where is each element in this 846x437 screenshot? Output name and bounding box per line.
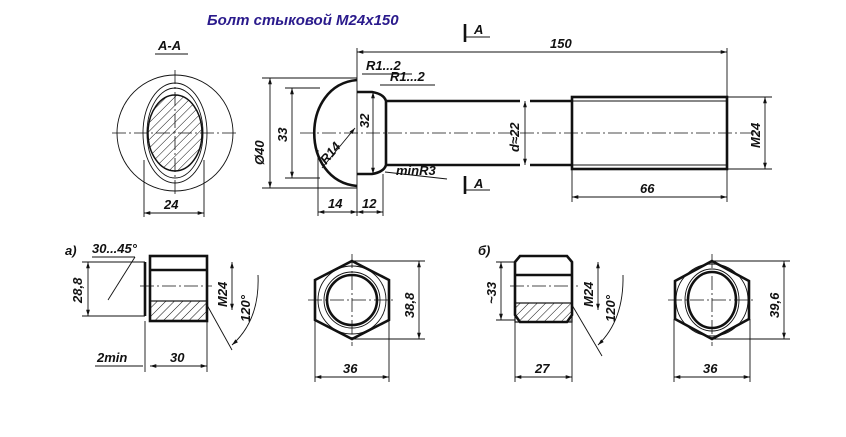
drawing-title: Болт стыковой М24х150 <box>207 12 399 29</box>
nut-b-height-dim: ~33 <box>484 281 499 304</box>
thread-dim: M24 <box>748 122 763 148</box>
nut-a-min-dim: 2min <box>96 350 127 365</box>
radius-label-2: R1...2 <box>390 69 425 84</box>
section-width-dim: 24 <box>163 197 179 212</box>
head-inner-dim: 33 <box>275 127 290 142</box>
nut-b-corners-dim: 39,6 <box>767 292 782 318</box>
nut-a-height-dim: 28,8 <box>70 277 85 304</box>
bolt-length-dim: 150 <box>550 36 572 51</box>
nut-b-label: б) <box>478 243 490 258</box>
nut-a-width-dim: 30 <box>170 350 185 365</box>
nut-b-width-dim: 27 <box>534 361 550 376</box>
neck-dim: 32 <box>357 113 372 128</box>
nut-a-flats-dim: 36 <box>343 361 358 376</box>
nut-b-front-view: 39,6 36 <box>668 254 790 382</box>
section-label: А-А <box>157 38 181 53</box>
bolt-side-view: А А 150 R1...2 R1...2 minR3 Ø40 33 32 R1… <box>252 22 772 216</box>
nut-b-angle: 120° <box>603 294 618 322</box>
shank-diameter-dim: d≈22 <box>507 122 522 152</box>
nut-a-thread-dim: M24 <box>215 281 230 307</box>
thread-length-dim: 66 <box>640 181 655 196</box>
cut-mark-bottom: А <box>473 176 483 191</box>
radius-label-1: R1...2 <box>366 58 401 73</box>
neck-length-dim: 12 <box>362 196 377 211</box>
nut-b-side-view: б) ~33 M24 120° 27 <box>478 243 624 382</box>
nut-b-flats-dim: 36 <box>703 361 718 376</box>
cut-mark-top: А <box>473 22 483 37</box>
nut-a-front-view: 38,8 36 <box>308 254 425 382</box>
nut-a-corners-dim: 38,8 <box>402 292 417 318</box>
nut-a-side-view: а) 30...45° 28,8 M24 120° 2min 30 <box>65 241 259 372</box>
nut-b-thread-dim: M24 <box>581 281 596 307</box>
min-radius-label: minR3 <box>396 163 437 178</box>
head-diameter-dim: Ø40 <box>252 140 267 165</box>
nut-a-label: а) <box>65 243 77 258</box>
head-height-dim: 14 <box>328 196 343 211</box>
nut-a-angle: 120° <box>238 294 253 322</box>
nut-a-chamfer: 30...45° <box>92 241 138 256</box>
section-view: А-А 24 <box>112 38 238 217</box>
